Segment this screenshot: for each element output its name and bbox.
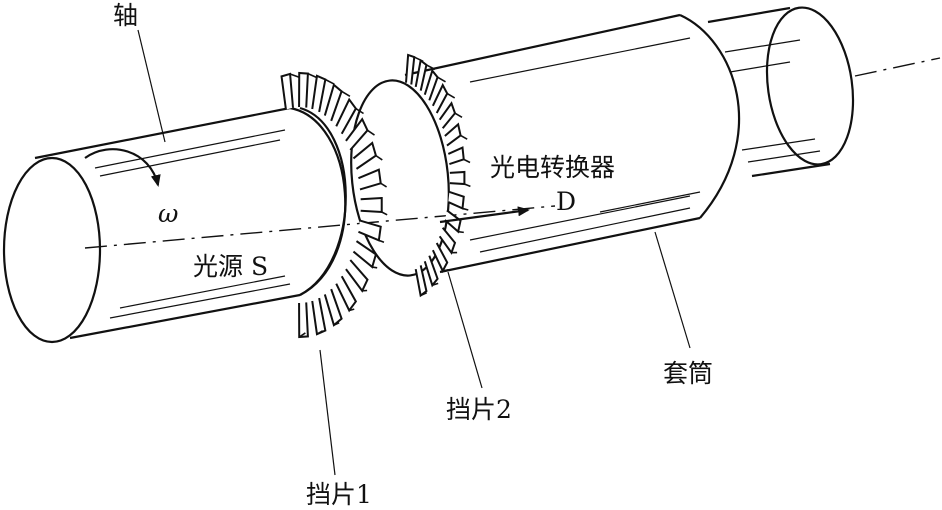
shutter-2-tooth [414,58,428,91]
center-axis [84,57,941,249]
shutter-1-tooth [335,275,358,313]
shutter-2-tooth-edge [460,134,468,140]
shutter-1-tooth [358,219,382,242]
shutter-1-tooth-edge [375,154,383,161]
shutter-1-tooth-edge [333,322,340,326]
shutter-2-tooth-edge [463,158,471,164]
shutter-2-tooth [414,265,428,298]
shutter-2-tooth [405,53,416,85]
shutter-disk-1 [280,71,388,339]
shutter-2-tooth-edge [454,112,463,119]
shutter-1-tooth-edge [341,90,351,97]
shutter-1-tooth-edge [372,266,378,269]
photo-converter-label: 光电转换器 [490,153,615,182]
shutter-1-tooth [298,302,309,339]
shutter-1-tooth [352,240,378,269]
shutter-2-tooth-edge [437,76,446,83]
sleeve-label: 套筒 [663,359,713,388]
shutter-2-tooth-edge [458,230,464,234]
shutter-2-tooth [447,146,465,166]
shutter-2-tooth-edge [442,268,449,272]
shutter-1-tooth [311,74,327,113]
shutter-2-tooth [431,82,449,114]
shutter-1-teeth [280,71,388,339]
shutter-1-tooth [352,141,378,170]
shutter-1-tooth-edge [316,330,324,335]
shutter-1-label: 挡片1 [306,480,372,509]
shaft-cross-section [2,156,102,344]
shutter-2-tooth-edge [432,282,439,287]
shutter-1-tooth [311,297,327,336]
shutter-1-tooth-edge [381,211,388,216]
shutter-2-tooth-edge [420,292,428,297]
sleeve-body [404,13,741,274]
shutter-disk-2 [350,53,471,298]
shutter-1-tooth-edge [324,78,335,85]
inner-shaft-end [707,6,855,178]
shaft-label: 轴 [113,1,138,30]
shutter-1-tooth [298,71,309,108]
shutter-2-tooth [447,190,465,210]
shutter-2-tooth [438,227,457,255]
shutter-1-tooth [280,72,294,110]
shutter-1-tooth-edge [298,332,306,338]
omega-label: ω [158,199,178,228]
shutter-1-tooth-edge [348,308,355,312]
light-beam-arrow [439,206,530,224]
shutter-2-tooth [423,68,439,101]
rotation-arrow [84,148,161,187]
shutter-2-tooth [423,255,439,288]
shutter-2-tooth [438,101,457,129]
shutter-1-tooth [323,288,343,327]
shutter-1-tooth [335,97,358,135]
leader-lines [137,29,691,476]
shutter-2-teeth [405,53,471,298]
light-source-label: 光源 S [193,252,268,281]
shutter-1-tooth [323,83,343,122]
shutter-2-tooth-edge [462,207,469,211]
shutter-1-tooth [358,168,382,191]
shutter-2-tooth [449,170,466,186]
shutter-2-label: 挡片2 [446,395,512,424]
shutter-2-tooth-edge [446,92,456,99]
shutter-1-tooth [360,196,383,214]
shutter-1-tooth-edge [378,239,385,243]
shutter-1-tooth-edge [380,182,388,188]
shutter-2-tooth [444,122,462,147]
shutter-2-tooth [431,242,449,274]
detector-label: D [556,187,576,216]
shutter-2-tooth-edge [464,183,471,188]
shutter-1-tooth [345,259,369,293]
shutter-1-tooth [345,117,369,151]
shutter-2-tooth-edge [426,64,436,71]
shutter-1-tooth-edge [367,129,375,136]
shutter-1-tooth-edge [355,107,364,115]
